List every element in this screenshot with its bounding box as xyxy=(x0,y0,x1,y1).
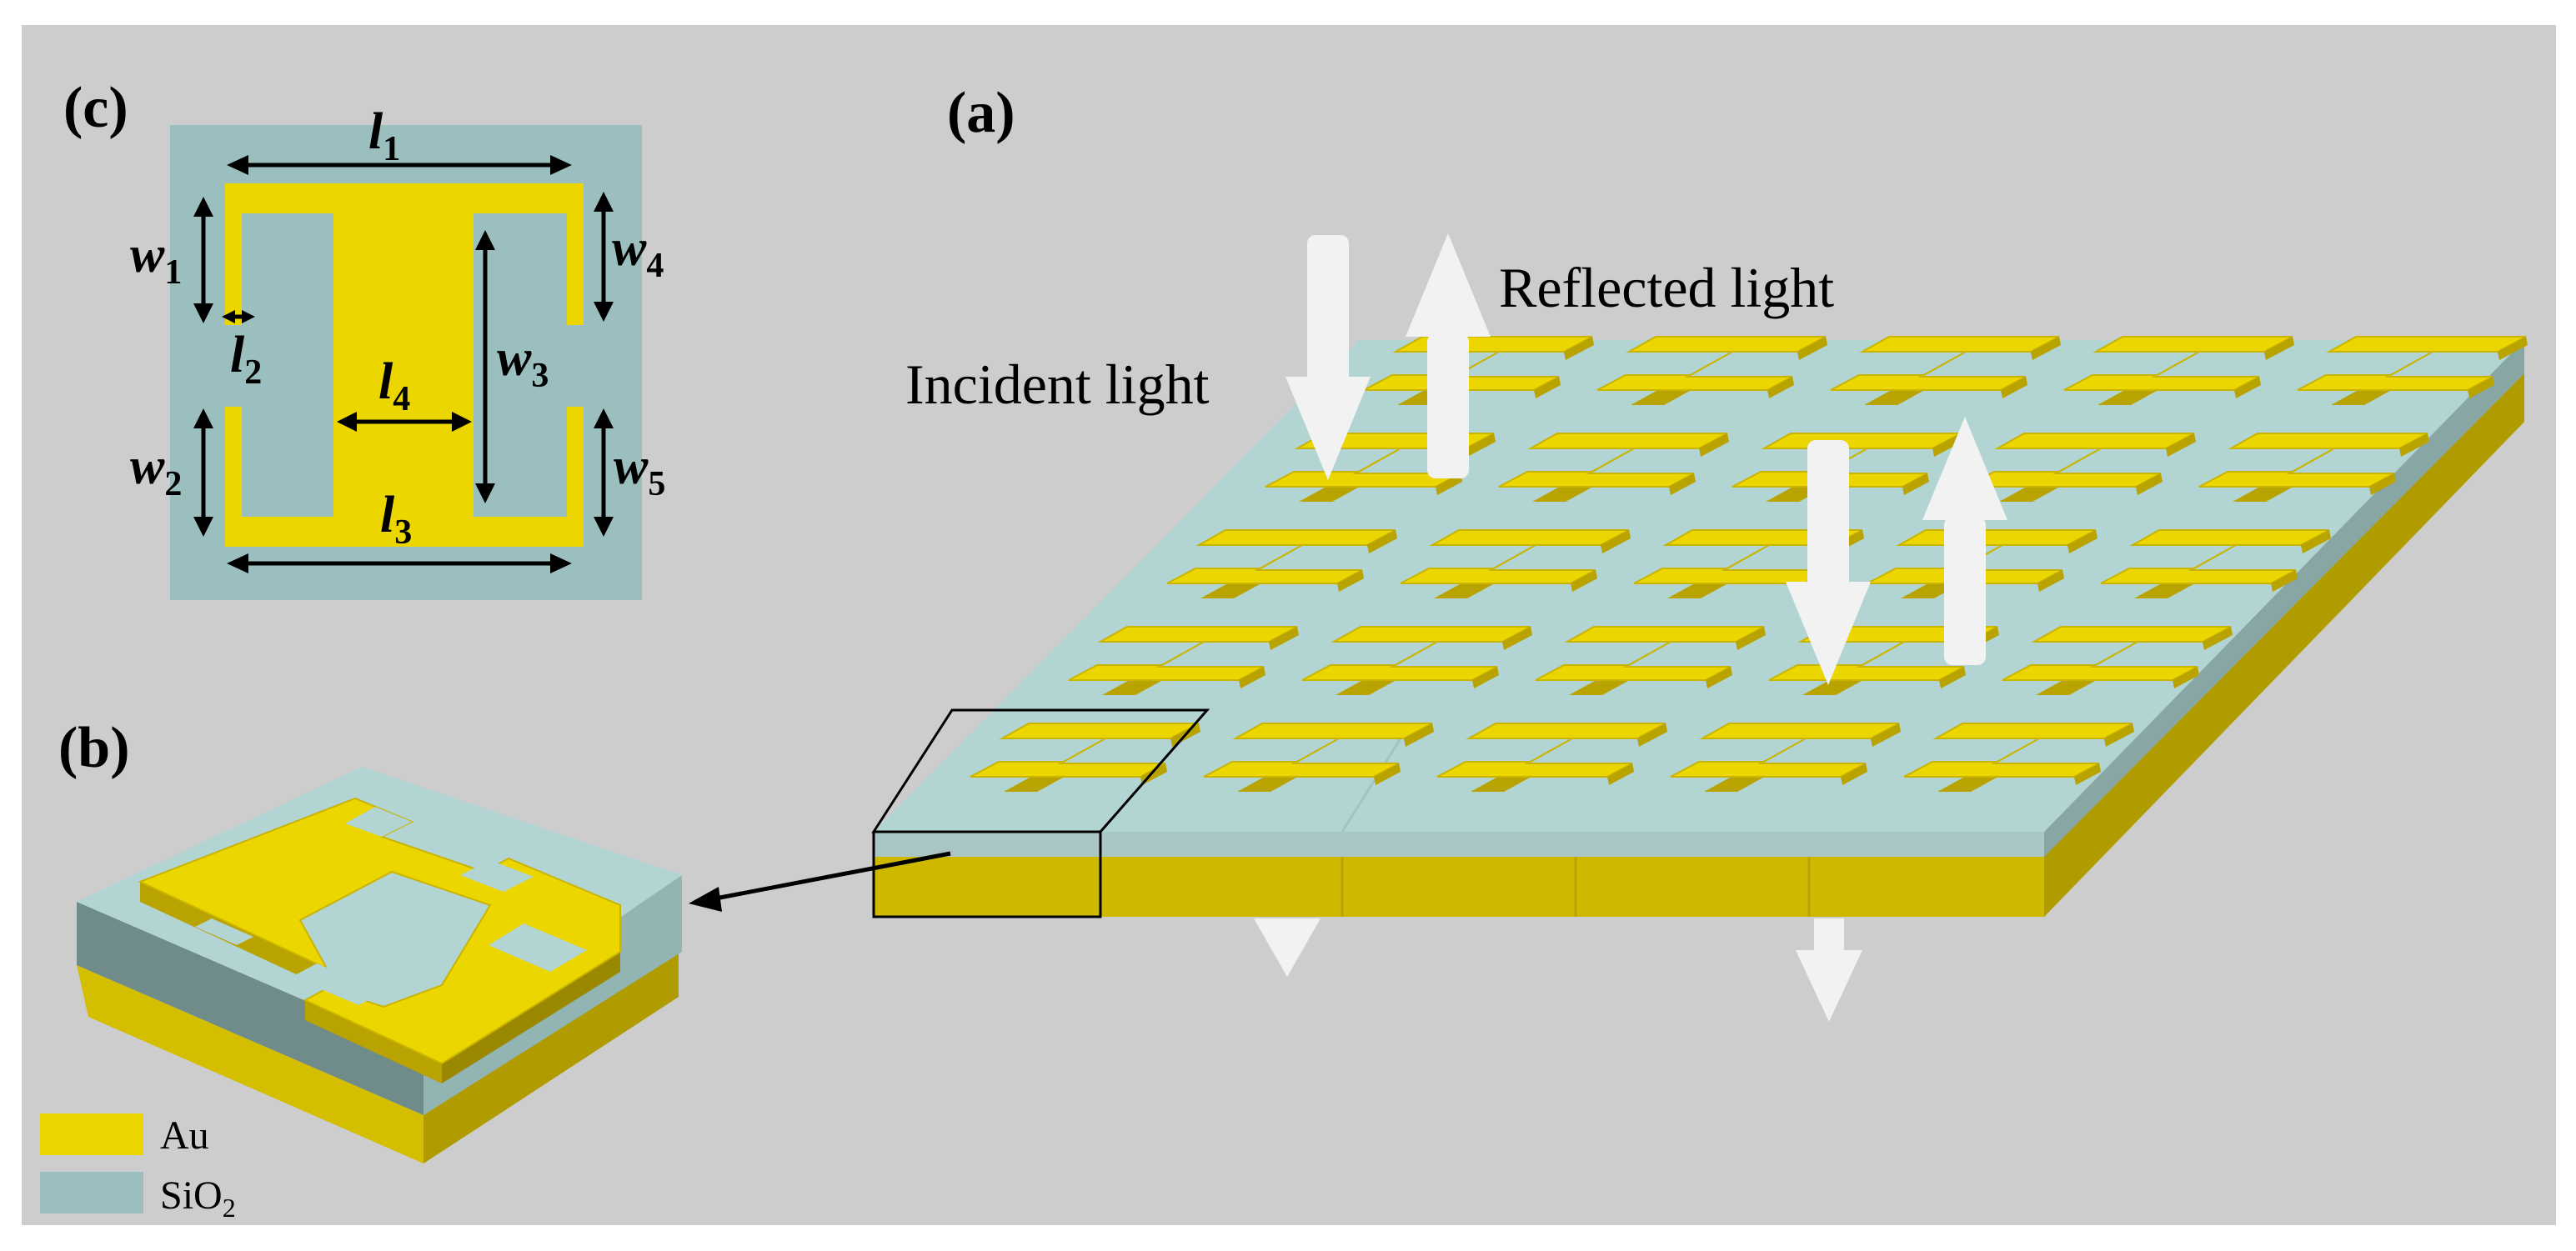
unit-cell-3d xyxy=(77,767,682,1163)
zoom-arrow xyxy=(689,851,951,912)
legend-label-au: Au xyxy=(160,1113,209,1158)
unit-cell-silica-top xyxy=(77,767,682,1052)
panel-label-b: (b) xyxy=(58,716,130,780)
unit-cell-top-view xyxy=(170,125,642,600)
incident-light-arrow-2 xyxy=(1786,440,1871,685)
unit-cell-silica-left xyxy=(77,902,423,1115)
transmitted-light-arrow xyxy=(1254,918,1321,977)
incident-light-arrow xyxy=(1285,235,1371,480)
dim-label-l2: l2 xyxy=(230,327,262,392)
dim-label-l3: l3 xyxy=(380,487,412,552)
panel-label-a: (a) xyxy=(947,81,1015,145)
legend: Au SiO2 xyxy=(40,1113,236,1223)
transmitted-light-arrow-2 xyxy=(1796,918,1862,1022)
legend-swatch-sio2 xyxy=(40,1172,143,1213)
silica-layer-side xyxy=(874,832,2044,857)
dim-label-l1: l1 xyxy=(368,103,400,168)
dim-label-w3: w3 xyxy=(497,330,549,395)
reflected-light-arrow xyxy=(1406,233,1491,478)
dimension-arrows xyxy=(193,155,614,573)
reflected-light-label: Reflected light xyxy=(1499,256,1834,319)
dim-label-w5: w5 xyxy=(614,438,665,503)
incident-light-label: Incident light xyxy=(905,353,1210,416)
legend-swatch-au xyxy=(40,1113,143,1155)
unit-cell-resonator xyxy=(138,797,621,1083)
panel-label-c: (c) xyxy=(63,76,128,140)
dim-label-w4: w4 xyxy=(612,220,664,285)
dim-label-w1: w1 xyxy=(130,227,182,292)
dim-label-w2: w2 xyxy=(130,438,182,503)
dim-label-l4: l4 xyxy=(378,353,410,418)
unit-cell-outline xyxy=(871,708,1210,918)
legend-label-sio2: SiO2 xyxy=(160,1173,236,1223)
reflected-light-arrow-2 xyxy=(1922,417,2007,665)
